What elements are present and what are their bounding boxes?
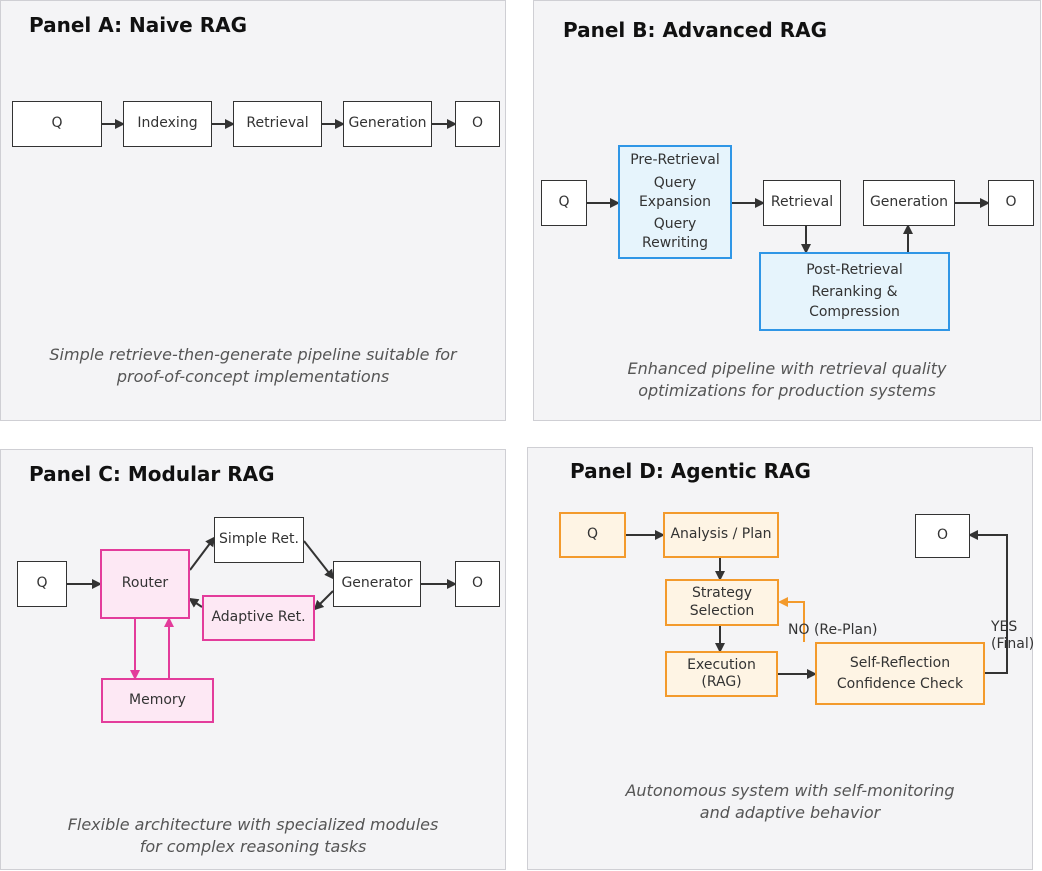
node-b-post-retrieval-line-3: Compression	[809, 303, 900, 320]
panel-b-caption-line-2: optimizations for production systems	[638, 381, 936, 401]
node-a-indexing-label: Indexing	[137, 115, 198, 132]
node-b-post-retrieval-line-2: Reranking &	[811, 284, 898, 301]
panel-d-caption-line-2: and adaptive behavior	[699, 803, 881, 823]
edge-c-router-simple	[189, 536, 216, 571]
panel-c-caption: Flexible architecture with specialized m…	[0, 814, 506, 859]
panel-d-caption-line-1: Autonomous system with self-monitoring	[625, 781, 955, 800]
node-c-memory: Memory	[101, 678, 214, 723]
node-c-generator-label: Generator	[341, 575, 413, 592]
panel-d-title: Panel D: Agentic RAG	[570, 459, 811, 483]
node-c-o: O	[455, 561, 500, 607]
edge-c-adaptive-router	[188, 597, 203, 608]
panel-a	[0, 0, 506, 421]
panel-c-caption-line-1: Flexible architecture with specialized m…	[67, 815, 439, 834]
node-b-q: Q	[541, 180, 587, 226]
node-b-pre-retrieval-line-4: Query	[653, 216, 697, 233]
node-b-retrieval-label: Retrieval	[770, 194, 834, 211]
node-a-o-label: O	[471, 115, 484, 132]
node-b-post-retrieval: Post-Retrieval Reranking & Compression	[759, 252, 950, 331]
edge-label-yes-line-1: YES	[991, 619, 1018, 635]
node-d-execution: Execution (RAG)	[665, 651, 778, 697]
node-b-o: O	[988, 180, 1034, 226]
edge-label-yes-line-2: (Final)	[991, 635, 1035, 652]
node-a-generation-label: Generation	[348, 115, 427, 132]
node-b-pre-retrieval-line-1: Pre-Retrieval	[630, 151, 720, 168]
panel-a-caption-line-2: proof-of-concept implementations	[116, 367, 390, 387]
node-d-strategy-line-1: Strategy	[692, 585, 752, 601]
node-d-o: O	[915, 514, 970, 558]
panel-a-caption: Simple retrieve-then-generate pipeline s…	[0, 344, 506, 389]
panel-c-title: Panel C: Modular RAG	[29, 462, 275, 486]
node-b-o-label: O	[1005, 194, 1017, 211]
node-b-q-label: Q	[558, 194, 570, 211]
panel-b-caption: Enhanced pipeline with retrieval quality…	[533, 358, 1041, 403]
node-d-analysis-label: Analysis / Plan	[670, 526, 772, 543]
node-c-simple-ret: Simple Ret.	[214, 517, 304, 563]
node-a-retrieval-label: Retrieval	[246, 115, 309, 132]
panel-b-caption-line-1: Enhanced pipeline with retrieval quality	[627, 359, 947, 378]
node-d-o-label: O	[936, 527, 949, 544]
node-d-self-reflection-line-2: Confidence Check	[836, 675, 964, 692]
node-d-execution-line-2: (RAG)	[701, 674, 742, 690]
node-a-q-label: Q	[51, 115, 63, 132]
node-b-generation-label: Generation	[869, 194, 949, 211]
node-a-indexing: Indexing	[123, 101, 212, 147]
node-c-router: Router	[100, 549, 190, 619]
panel-b-title: Panel B: Advanced RAG	[563, 18, 828, 42]
node-c-o-label: O	[471, 575, 484, 592]
node-c-adaptive-ret-label: Adaptive Ret.	[211, 609, 306, 626]
node-a-generation: Generation	[343, 101, 432, 147]
node-c-q-label: Q	[36, 575, 48, 592]
edge-c-simple-generator	[303, 540, 335, 580]
node-c-router-label: Router	[121, 575, 169, 592]
node-b-pre-retrieval: Pre-Retrieval Query Expansion Query Rewr…	[618, 145, 732, 259]
node-b-retrieval: Retrieval	[763, 180, 841, 226]
node-d-strategy: Strategy Selection	[665, 579, 779, 626]
node-d-self-reflection: Self-Reflection Confidence Check	[815, 642, 985, 705]
node-b-pre-retrieval-line-2: Query	[653, 174, 697, 191]
panel-c-caption-line-2: for complex reasoning tasks	[139, 837, 367, 857]
node-c-memory-label: Memory	[129, 691, 186, 708]
node-a-o: O	[455, 101, 500, 147]
node-d-q-label: Q	[586, 526, 599, 543]
edge-d-reflection-o	[968, 530, 1008, 674]
node-b-pre-retrieval-line-5: Rewriting	[642, 235, 708, 252]
node-c-q: Q	[17, 561, 67, 607]
node-d-strategy-line-2: Selection	[689, 602, 755, 619]
node-b-post-retrieval-line-1: Post-Retrieval	[806, 261, 903, 278]
node-a-retrieval: Retrieval	[233, 101, 322, 147]
node-b-pre-retrieval-line-3: Expansion	[638, 193, 712, 210]
panel-a-caption-line-1: Simple retrieve-then-generate pipeline s…	[49, 345, 457, 364]
node-c-generator: Generator	[333, 561, 421, 607]
node-d-analysis: Analysis / Plan	[663, 512, 779, 558]
node-d-execution-line-1: Execution	[687, 656, 756, 673]
panel-d-caption: Autonomous system with self-monitoring a…	[527, 780, 1042, 825]
node-c-simple-ret-label: Simple Ret.	[219, 531, 299, 548]
edge-label-yes-final: YES (Final)	[991, 619, 1034, 653]
panel-a-title: Panel A: Naive RAG	[29, 13, 247, 37]
node-a-q: Q	[12, 101, 102, 147]
node-c-adaptive-ret: Adaptive Ret.	[202, 595, 315, 641]
node-d-q: Q	[559, 512, 626, 558]
node-d-self-reflection-line-1: Self-Reflection	[849, 655, 951, 672]
edge-label-no-replan: NO (Re-Plan)	[788, 622, 878, 638]
edge-c-generator-adaptive	[313, 590, 334, 611]
edge-d-reflection-strategy	[778, 597, 805, 642]
node-b-generation: Generation	[863, 180, 955, 226]
